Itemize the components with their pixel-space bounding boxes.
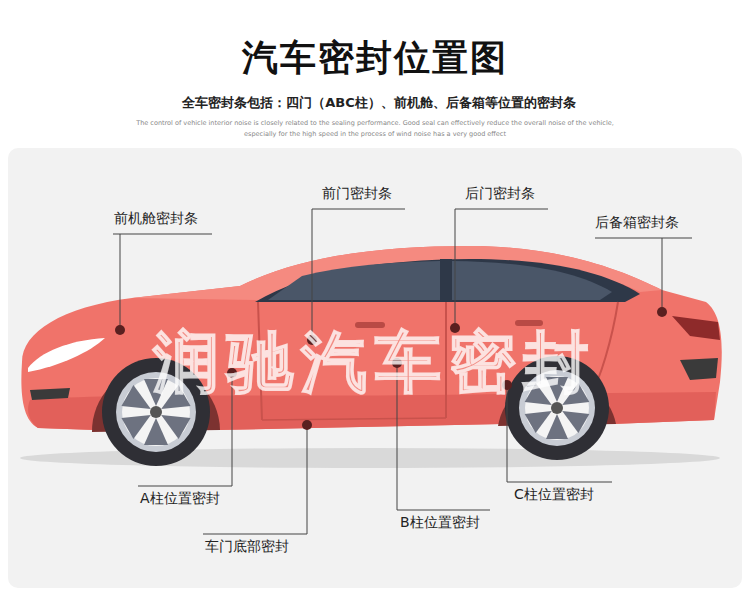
part-label: 前门密封条 [322, 185, 392, 203]
part-label: B柱位置密封 [400, 514, 480, 532]
english-note: The control of vehicle interior noise is… [120, 118, 630, 140]
part-label: 后门密封条 [465, 185, 535, 203]
part-label: 后备箱密封条 [595, 214, 679, 232]
part-label: 前机舱密封条 [114, 210, 198, 228]
part-label: 车门底部密封 [205, 538, 289, 556]
part-label: C柱位置密封 [514, 486, 594, 504]
part-label: A柱位置密封 [140, 490, 220, 508]
watermark: 润驰汽车密封 [20, 318, 730, 408]
title: 汽车密封位置图 [0, 34, 750, 83]
subtitle: 全车密封条包括：四门（ABC柱）、前机舱、后备箱等位置的密封条 [4, 94, 750, 112]
